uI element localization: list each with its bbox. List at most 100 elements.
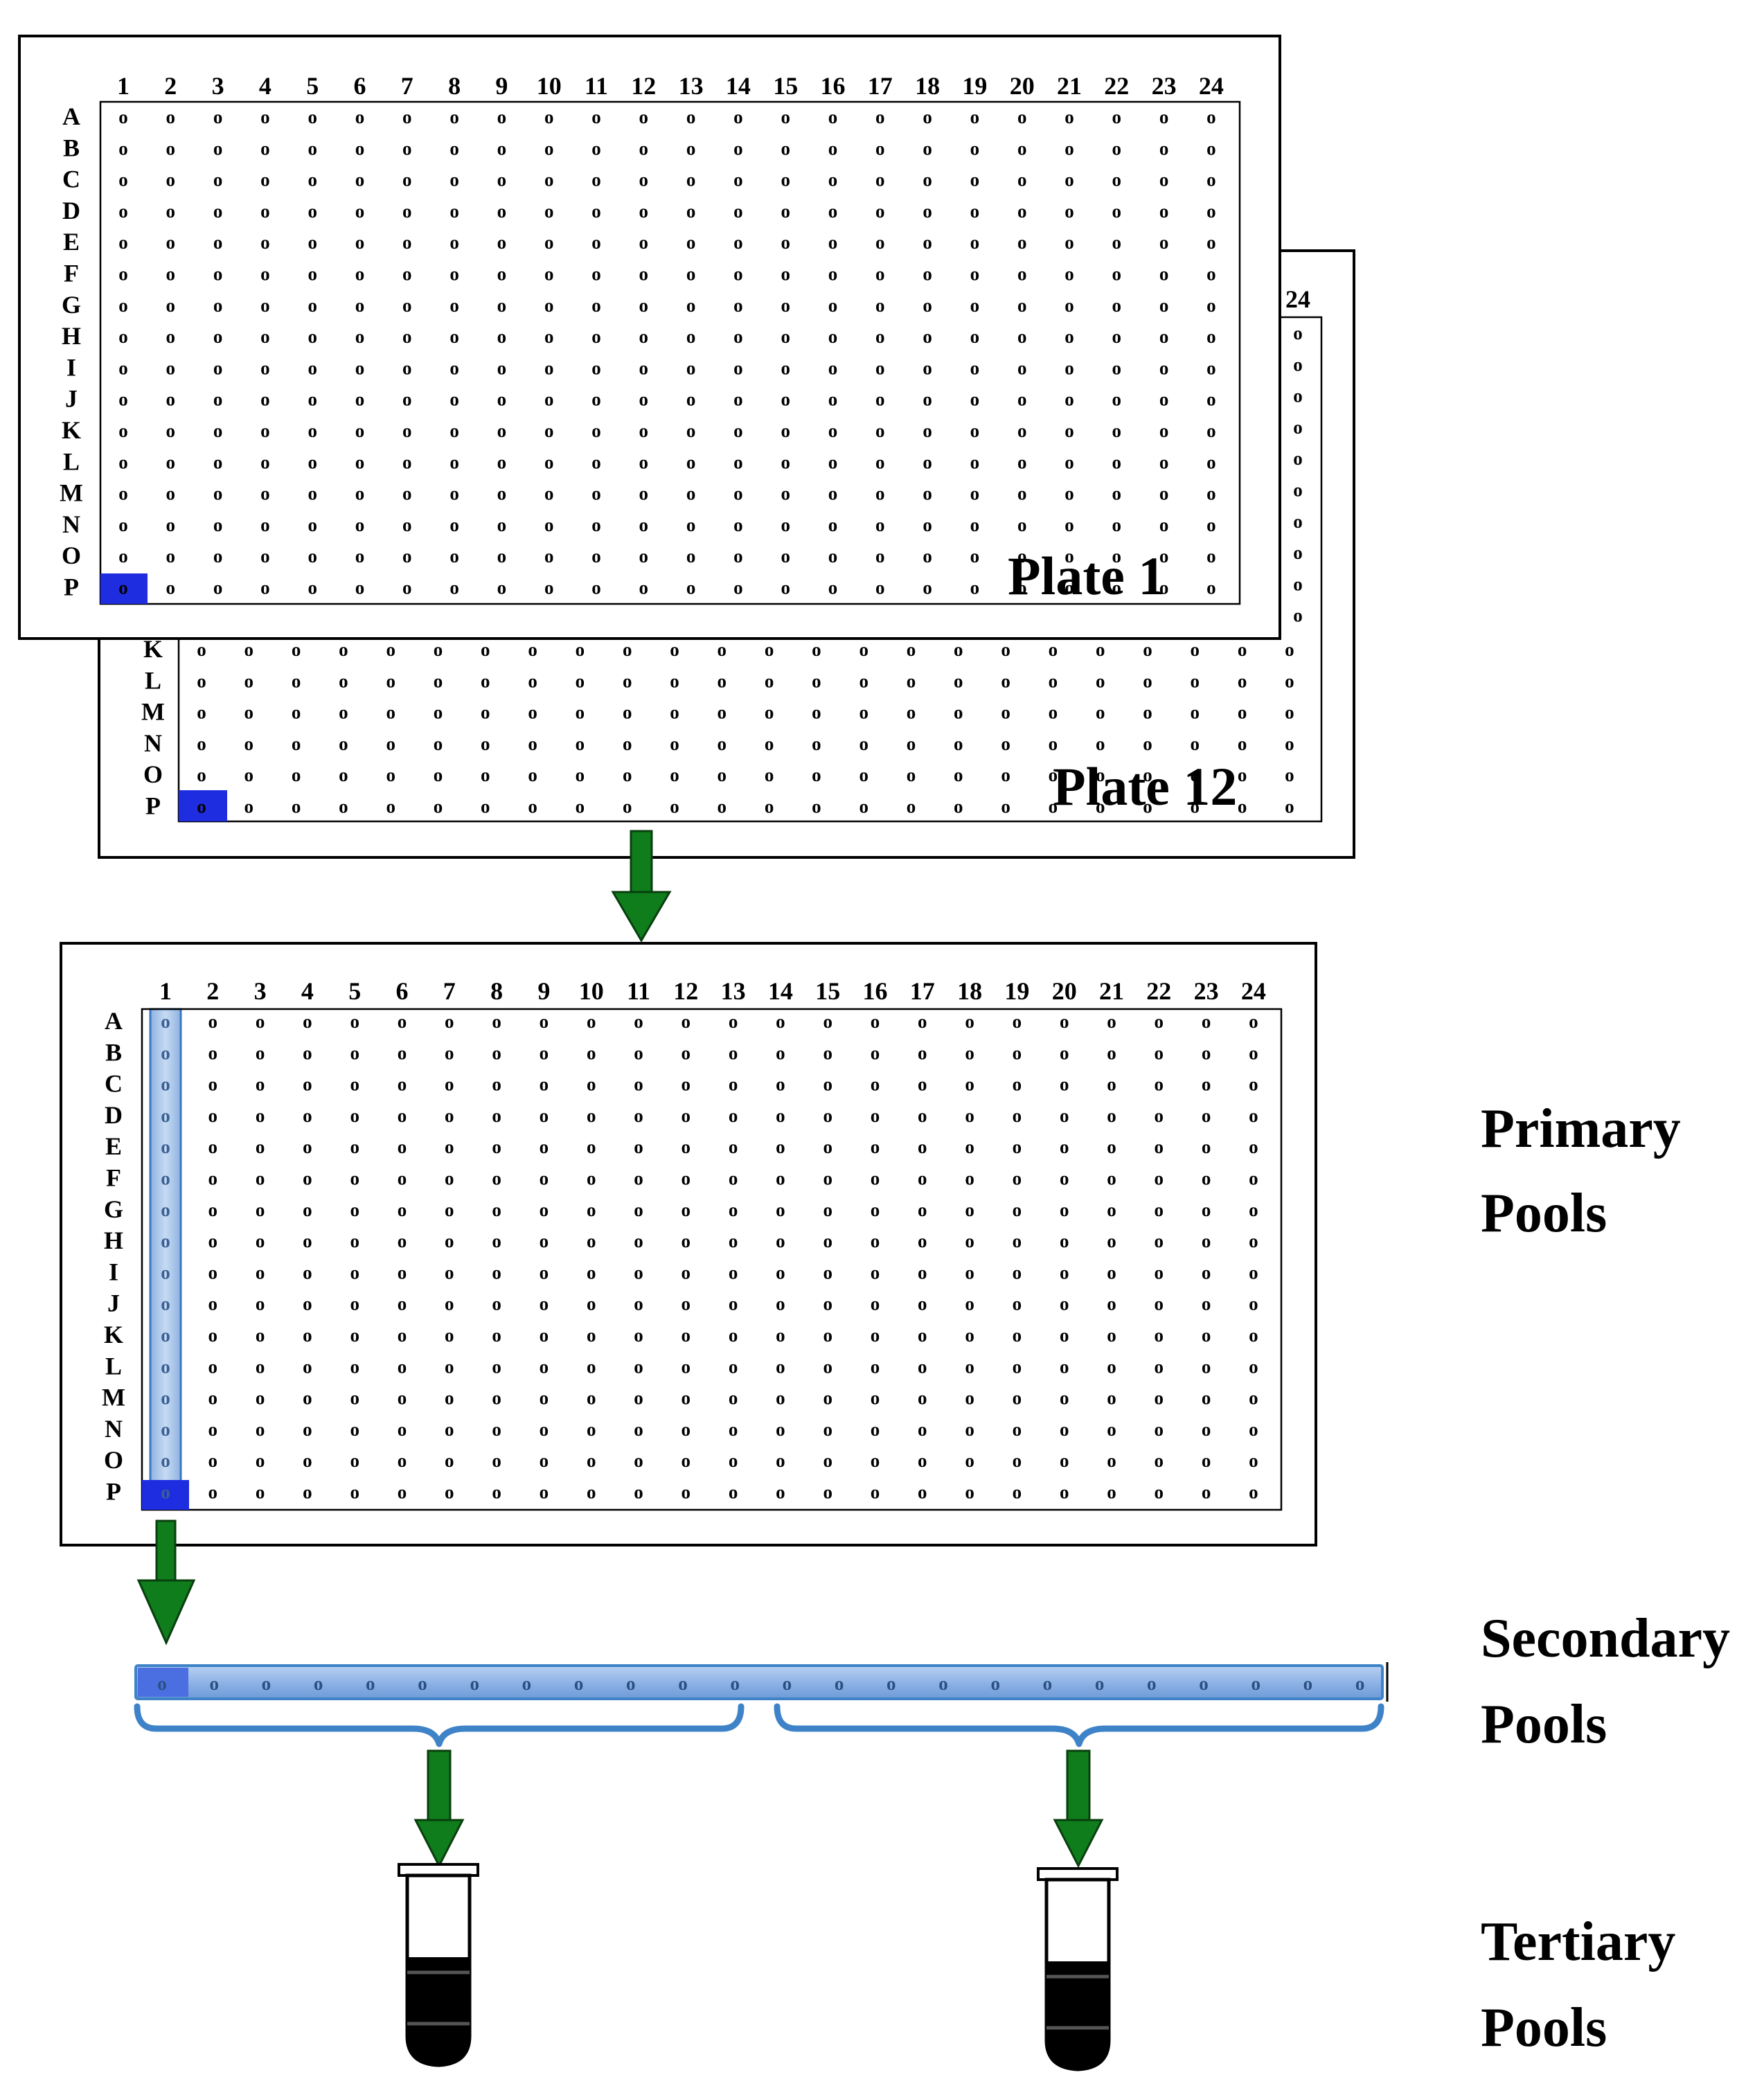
well: o <box>1238 670 1247 691</box>
well: o <box>1096 639 1105 660</box>
well: o <box>828 546 838 567</box>
row-header: D <box>105 1101 123 1129</box>
well: o <box>256 1482 265 1503</box>
well: o <box>398 1011 407 1032</box>
well: o <box>256 1419 265 1440</box>
well: o <box>765 733 774 754</box>
well: o <box>965 1419 974 1440</box>
well: o <box>776 1388 785 1409</box>
well: o <box>1107 1356 1116 1377</box>
well: o <box>445 1419 454 1440</box>
well: o <box>1202 1325 1211 1346</box>
well: o <box>776 1325 785 1346</box>
well: o <box>161 1450 170 1471</box>
well: o <box>681 1388 691 1409</box>
well: o <box>1249 1419 1258 1440</box>
well: o <box>497 357 507 378</box>
well: o <box>118 326 128 347</box>
strip-well: o <box>678 1673 688 1694</box>
well: o <box>544 264 554 285</box>
well: o <box>213 389 223 410</box>
well: o <box>776 1294 785 1314</box>
well: o <box>1159 232 1169 253</box>
well: o <box>492 1105 501 1126</box>
well: o <box>1155 1325 1164 1346</box>
column-header: 21 <box>1057 72 1082 100</box>
well: o <box>449 138 459 159</box>
well: o <box>591 107 601 127</box>
row-header: P <box>64 573 79 601</box>
secondary-label-line-1: Secondary <box>1481 1608 1730 1669</box>
well: o <box>208 1136 218 1157</box>
well: o <box>1159 515 1169 535</box>
well: o <box>492 1419 501 1440</box>
well: o <box>544 170 554 190</box>
well: o <box>528 702 537 723</box>
well: o <box>1017 515 1027 535</box>
well: o <box>1064 138 1074 159</box>
well: o <box>1017 138 1027 159</box>
well: o <box>350 1262 359 1283</box>
row-header: H <box>104 1227 123 1254</box>
well: o <box>308 107 317 127</box>
well: o <box>208 1388 218 1409</box>
well: o <box>1013 1419 1022 1440</box>
well: o <box>859 702 868 723</box>
column-header: 11 <box>585 72 608 100</box>
well: o <box>244 796 254 817</box>
well: o <box>1206 483 1216 504</box>
well: o <box>765 702 774 723</box>
well: o <box>398 1482 407 1503</box>
well: o <box>308 546 317 567</box>
well: o <box>449 578 459 598</box>
well: o <box>118 170 128 190</box>
well: o <box>260 232 270 253</box>
well: o <box>970 107 980 127</box>
well: o <box>639 138 649 159</box>
well: o <box>965 1356 974 1377</box>
strip-well: o <box>574 1673 584 1694</box>
well: o <box>1064 326 1074 347</box>
column-header: 15 <box>815 977 840 1005</box>
well: o <box>1155 1419 1164 1440</box>
well: o <box>1064 107 1074 127</box>
well: o <box>639 420 649 441</box>
well: o <box>686 546 696 567</box>
well: o <box>544 295 554 316</box>
well: o <box>1202 1011 1211 1032</box>
well: o <box>398 1262 407 1283</box>
well: o <box>918 1262 927 1283</box>
well: o <box>965 1011 974 1032</box>
well: o <box>965 1136 974 1157</box>
well: o <box>355 138 365 159</box>
well: o <box>591 483 601 504</box>
well: o <box>1112 483 1122 504</box>
strip-well: o <box>1147 1673 1157 1694</box>
well: o <box>918 1325 927 1346</box>
well: o <box>540 1136 549 1157</box>
well: o <box>686 326 696 347</box>
well: o <box>118 201 128 222</box>
secondary-highlight-well <box>138 1668 188 1697</box>
well: o <box>256 1074 265 1095</box>
well: o <box>540 1200 549 1220</box>
well: o <box>965 1482 974 1503</box>
row-header: O <box>143 760 163 788</box>
well: o <box>812 670 821 691</box>
well: o <box>954 796 963 817</box>
row-header: L <box>105 1352 122 1380</box>
well: o <box>623 639 632 660</box>
well: o <box>871 1294 880 1314</box>
well: o <box>1191 765 1200 785</box>
well: o <box>386 796 395 817</box>
well: o <box>355 232 365 253</box>
well: o <box>1112 515 1122 535</box>
well: o <box>213 326 223 347</box>
well: o <box>823 1042 832 1063</box>
well: o <box>918 1356 927 1377</box>
well: o <box>1285 796 1294 817</box>
bracket-right <box>774 1703 1384 1747</box>
well: o <box>918 1200 927 1220</box>
well: o <box>1159 578 1169 598</box>
